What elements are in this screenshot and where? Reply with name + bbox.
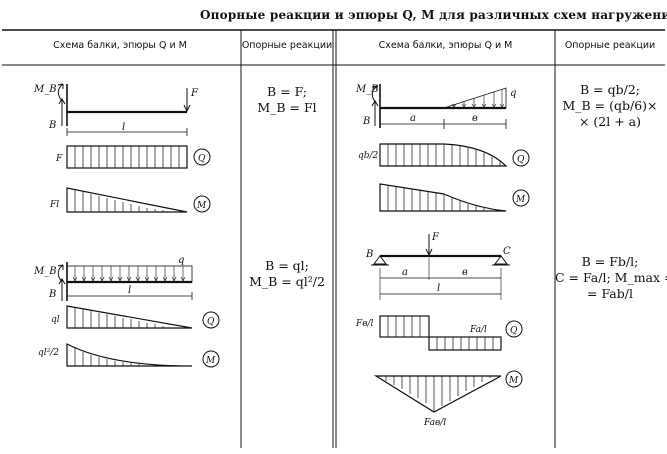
label-C-4: C [503, 246, 511, 257]
q-symbol-4-label: Q [510, 326, 518, 336]
label-b-4: в [462, 267, 468, 278]
scheme-4: B C F a в l Fв/l Fa/l Q Faв/l M [355, 232, 523, 428]
q-symbol-1-label: Q [198, 154, 206, 164]
label-b-3: в [472, 113, 478, 124]
scheme-2-q-diagram [66, 305, 193, 329]
scheme-3-beam [371, 84, 507, 129]
scheme-2-m-diagram [66, 343, 193, 367]
label-MB-3: M_B [355, 84, 379, 95]
label-B-2: B [48, 289, 56, 300]
page-title: Опорные реакции и эпюры Q, M для различн… [200, 8, 667, 22]
label-l-1: l [122, 122, 125, 133]
scheme-1-q-diagram [66, 145, 188, 169]
col1-header: Схема балки, эпюры Q и M [53, 40, 187, 51]
scheme-4-m-diagram [373, 375, 502, 413]
label-F-1: F [190, 88, 199, 99]
reaction-2a: B = ql; [265, 258, 309, 273]
col2-header: Опорные реакции [241, 40, 333, 51]
scheme-3: M_B B q a в qb/2 Q M [355, 84, 530, 212]
m-symbol-3-label: M [515, 195, 526, 205]
label-B-3: B [362, 116, 370, 127]
scheme-2-beam [57, 262, 193, 301]
label-l-2: l [128, 285, 131, 296]
reaction-4a: B = Fb/l; [581, 254, 639, 269]
label-Fl: Fl [49, 200, 59, 210]
scheme-2: M_B B q l ql Q ql²/2 M [33, 255, 220, 368]
q-symbol-1 [193, 148, 211, 166]
label-F-q1: F [55, 154, 63, 164]
label-B-4: B [365, 249, 373, 260]
m-symbol-1 [193, 195, 211, 213]
m-symbol-4 [505, 370, 523, 388]
m-symbol-2 [202, 350, 220, 368]
scheme-4-beam [371, 234, 510, 300]
label-F-4: F [431, 232, 440, 243]
reaction-4b: C = Fa/l; M_max = [555, 270, 667, 285]
label-MB-1: M_B [33, 84, 57, 95]
label-q-3: q [510, 88, 516, 99]
label-qb2: qb/2 [358, 151, 379, 161]
label-ql: ql [51, 315, 60, 325]
label-a-3: a [410, 113, 416, 124]
label-a-4: a [402, 267, 408, 278]
label-Fal: Fa/l [469, 325, 487, 335]
reaction-1b: M_B = Fl [257, 100, 317, 115]
reaction-4c: = Fab/l [587, 286, 633, 301]
label-l-4: l [437, 283, 440, 294]
q-symbol-4 [505, 320, 523, 338]
m-symbol-1-label: M [196, 201, 207, 211]
q-symbol-3 [512, 149, 530, 167]
scheme-3-q-diagram [379, 143, 508, 167]
scheme-1: M_B B F l F Q Fl M [33, 83, 211, 213]
label-Fbl: Fв/l [355, 319, 374, 329]
reaction-2b: M_B = ql²/2 [249, 274, 325, 289]
reaction-3a: B = qb/2; [580, 82, 640, 97]
reaction-3c: × (2l + a) [578, 114, 642, 129]
reaction-2: B = ql; M_B = ql²/2 [241, 258, 333, 290]
scheme-1-beam [57, 83, 191, 136]
reaction-3b: M_B = (qb/6)× [562, 98, 658, 113]
m-symbol-2-label: M [205, 356, 216, 366]
col3-header: Схема балки, эпюры Q и M [378, 40, 513, 51]
q-symbol-2 [202, 311, 220, 329]
q-symbol-3-label: Q [517, 155, 525, 165]
q-symbol-2-label: Q [207, 317, 215, 327]
label-q-2: q [178, 255, 184, 266]
label-Fabl: Faв/l [423, 418, 446, 428]
scheme-3-m-diagram [379, 183, 507, 212]
label-MB-2: M_B [33, 266, 57, 277]
reaction-3: B = qb/2; M_B = (qb/6)× × (2l + a) [555, 82, 665, 130]
scheme-1-m-diagram [66, 187, 188, 213]
label-ql2: ql²/2 [38, 348, 59, 358]
reaction-4: B = Fb/l; C = Fa/l; M_max = = Fab/l [555, 254, 667, 302]
reaction-1a: B = F; [266, 84, 308, 99]
scheme-4-q-diagram [379, 315, 502, 351]
label-B-1: B [48, 120, 56, 131]
m-symbol-4-label: M [508, 376, 519, 386]
m-symbol-3 [512, 189, 530, 207]
col4-header: Опорные реакции [564, 40, 656, 51]
reaction-1: B = F; M_B = Fl [241, 84, 333, 116]
